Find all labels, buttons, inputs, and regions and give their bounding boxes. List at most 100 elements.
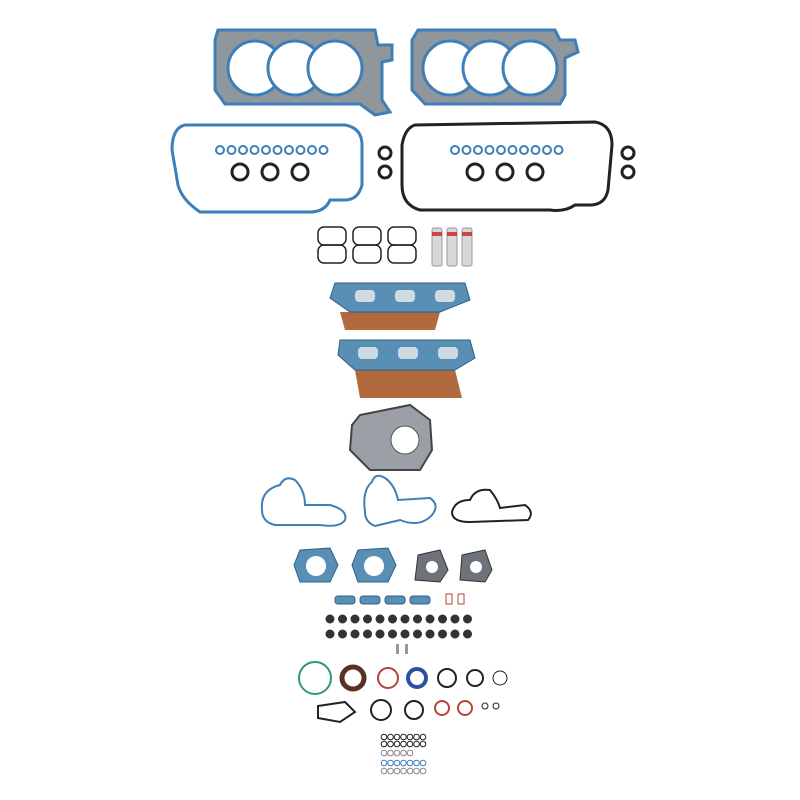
small-o-ring (400, 759, 407, 767)
small-o-ring (400, 767, 407, 775)
small-o-ring (387, 740, 394, 748)
small-o-ring (393, 759, 401, 767)
spark-plug-tube-seal (260, 162, 280, 182)
valve-stem-seal (272, 145, 283, 155)
valve-stem-seal (284, 145, 294, 155)
small-o-ring (400, 749, 407, 757)
valve-stem-seal-black (425, 614, 435, 624)
valve-stem-seal (461, 145, 472, 155)
valve-stem-seal-black (375, 629, 385, 639)
small-flange-gasket (384, 595, 406, 605)
valve-stem-seal-black (350, 614, 360, 624)
cylinder-head-gasket-left (213, 28, 394, 117)
valve-stem-seal (496, 145, 506, 155)
timing-cover-gasket-1 (260, 477, 347, 527)
exhaust-manifold-gasket-1 (329, 282, 471, 330)
valve-stem-seal (295, 145, 306, 155)
valve-stem-seal-black (350, 629, 360, 639)
spark-plug-tube-seal (525, 162, 545, 182)
o-ring (620, 145, 636, 161)
small-o-ring (393, 749, 401, 757)
valve-stem-seal-black (388, 629, 397, 639)
small-parts-group (325, 593, 472, 654)
small-flange-gasket (359, 595, 381, 605)
intake-manifold-gasket (387, 226, 417, 246)
metal-gasket-2 (459, 549, 493, 583)
valve-stem-seal (542, 145, 552, 155)
spark-plug-tube-seal (290, 162, 310, 182)
o-ring (377, 667, 399, 689)
small-o-ring (380, 749, 388, 757)
intake-manifold-gasket (352, 226, 382, 246)
valve-cover-gasket-left (170, 123, 364, 214)
small-o-ring (413, 740, 420, 748)
dowel-pin (405, 644, 408, 654)
valve-stem-seal-black (363, 629, 372, 639)
o-ring (434, 700, 450, 716)
oil-pan-gasket (450, 488, 532, 524)
small-flange-gasket (334, 595, 356, 605)
valve-stem-seal-black (463, 629, 472, 639)
shaped-seal (317, 700, 357, 724)
small-o-ring (406, 749, 414, 757)
small-o-ring (400, 733, 407, 741)
small-o-ring (387, 767, 394, 775)
intake-manifold-gasket (352, 244, 382, 264)
o-ring (404, 700, 424, 720)
dowel-pin (396, 644, 399, 654)
valve-stem-seal (507, 145, 518, 155)
valve-stem-seal-black (375, 614, 385, 624)
o-ring (406, 667, 428, 689)
small-o-ring (400, 740, 407, 748)
small-flange-gasket (409, 595, 431, 605)
intake-manifold-gasket (317, 226, 347, 246)
valve-seals-group (215, 145, 636, 182)
valve-stem-seal (238, 145, 248, 155)
valve-stem-seal-black (438, 614, 447, 624)
valve-stem-seal-black (400, 629, 410, 639)
valve-stem-seal (215, 145, 225, 155)
small-o-ring (393, 733, 401, 741)
small-o-ring (419, 733, 427, 741)
small-o-ring (406, 733, 414, 741)
small-o-ring (380, 740, 388, 748)
valve-stem-seal (450, 145, 460, 155)
sealant-tubes (431, 227, 473, 267)
valve-stem-seal-black (450, 614, 460, 624)
valve-stem-seal (226, 145, 237, 155)
intake-manifold-gasket (317, 244, 347, 264)
o-ring (492, 670, 508, 686)
valve-stem-seal-black (325, 629, 335, 639)
valve-stem-seal (519, 145, 529, 155)
o-ring (457, 700, 473, 716)
valve-stem-seal-black (425, 629, 435, 639)
valve-stem-seal-black (413, 629, 422, 639)
o-ring (620, 164, 636, 180)
small-o-ring (419, 767, 427, 775)
small-o-ring (387, 759, 394, 767)
valve-stem-seal-black (363, 614, 372, 624)
small-o-ring (419, 759, 427, 767)
o-ring (492, 702, 500, 710)
throttle-body-gasket-2 (351, 547, 397, 583)
small-o-ring (419, 740, 427, 748)
small-o-ring (380, 767, 388, 775)
o-ring (377, 145, 393, 161)
small-o-ring (406, 759, 414, 767)
valve-stem-seal-black (450, 629, 460, 639)
metal-gasket-1 (414, 549, 449, 583)
o-ring (298, 661, 332, 695)
cylinder-head-gasket-right (410, 28, 580, 106)
intake-gaskets-group (317, 226, 417, 264)
valve-stem-seal-black (338, 629, 347, 639)
o-ring (437, 668, 457, 688)
small-o-ring (387, 749, 394, 757)
small-o-ring (406, 767, 414, 775)
valve-stem-seal-black (438, 629, 447, 639)
valve-stem-seal (318, 145, 329, 155)
small-o-ring (406, 740, 414, 748)
spark-plug-tube-seal (230, 162, 250, 182)
valve-stem-seal (484, 145, 495, 155)
valve-stem-seal-black (325, 614, 335, 624)
o-ring (466, 669, 484, 687)
